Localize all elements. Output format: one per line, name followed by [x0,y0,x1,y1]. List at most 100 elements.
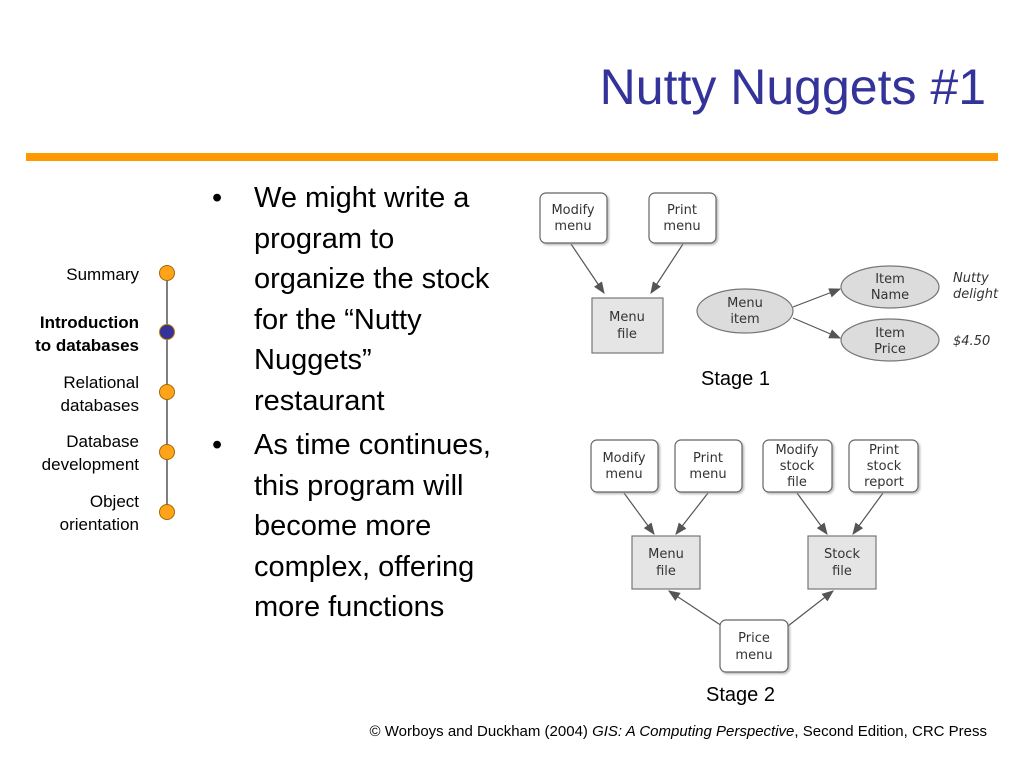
bullet-line: We might write a [254,182,470,214]
nav-item-label: orientation [59,515,139,534]
edge-price-menu-to-menu-file [667,590,723,627]
svg-text:stock: stock [867,459,902,474]
svg-text:item: item [730,312,759,327]
credit-suffix: , Second Edition, CRC Press [794,723,987,740]
nav-item-label: development [41,455,139,474]
node-modify-stock-file: Modify stock file [762,439,833,493]
bullet-line: As time continues, [254,429,491,461]
nav-dot-object-orientation[interactable] [159,504,175,520]
edge-price-menu-to-stock-file [787,590,834,627]
node-print-menu: Print menu [674,439,743,493]
nav-item-database-development[interactable]: Database development [42,430,139,476]
value-item-name-line2: delight [953,287,999,302]
bullet-line: restaurant [254,384,385,417]
node-item-name: Item Name [840,265,940,309]
stage1-caption: Stage 1 [701,368,770,390]
credit-prefix: © Worboys and Duckham (2004) [369,723,593,740]
svg-text:Menu: Menu [727,296,763,311]
svg-text:Item: Item [875,272,905,287]
svg-text:Print: Print [693,451,723,466]
svg-text:menu: menu [689,467,726,482]
nav-item-label: Summary [66,265,139,284]
svg-text:menu: menu [554,219,591,234]
bullet-list: • We might write a program to organize t… [212,178,542,632]
edge-print-to-menu-file [675,492,709,535]
svg-text:Menu: Menu [609,310,645,325]
svg-text:Item: Item [875,326,905,341]
bullet-line: complex, offering [254,550,475,583]
nav-item-label: Object [89,492,139,511]
bullet-line: Nuggets” [254,344,372,376]
node-item-price: Item Price [840,318,940,362]
node-menu-item: Menu item [696,288,794,334]
node-modify-menu: Modify menu [539,192,608,244]
node-modify-menu: Modify menu [590,439,659,493]
node-price-menu: Price menu [719,619,789,673]
value-item-name-line1: Nutty [953,271,989,286]
source-credit: © Worboys and Duckham (2004) GIS: A Comp… [370,723,987,740]
nav-item-label: Relational [63,373,139,392]
nav-dot-introduction[interactable] [159,324,175,340]
svg-text:Modify: Modify [551,203,594,218]
value-item-price: $4.50 [953,334,990,349]
svg-text:file: file [787,475,807,490]
svg-text:file: file [656,564,676,579]
svg-text:report: report [864,475,904,490]
nav-dot-database-development[interactable] [159,444,175,460]
bullet-line: for the “Nutty [254,303,422,336]
bullet-dot: • [212,429,223,461]
svg-text:menu: menu [735,648,772,663]
stage2-caption: Stage 2 [706,684,775,706]
nav-dot-relational[interactable] [159,384,175,400]
svg-text:Price: Price [874,342,906,357]
edge-modify-stock-to-stock-file [796,492,828,535]
edge-menuitem-to-name [792,288,842,308]
svg-text:Name: Name [871,288,909,303]
svg-text:menu: menu [663,219,700,234]
svg-text:Price: Price [738,631,770,646]
node-print-stock-report: Print stock report [848,439,919,493]
bullet-line: program to [254,222,395,255]
bullet-line: more functions [254,591,445,623]
svg-text:menu: menu [605,467,642,482]
bullet-item: • We might write a program to organize t… [212,178,542,421]
svg-text:Menu: Menu [648,547,684,562]
nav-dot-summary[interactable] [159,265,175,281]
title-divider [26,153,998,161]
bullet-line: organize the stock [254,263,490,295]
node-stock-file: Stock file [807,535,877,590]
svg-text:file: file [832,564,852,579]
svg-text:stock: stock [780,459,815,474]
bullet-line: become more [254,510,432,542]
bullet-item: • As time continues, this program will b… [212,425,542,628]
edge-modify-to-menu-file [570,243,605,294]
svg-text:Modify: Modify [602,451,645,466]
edge-modify-to-menu-file [623,492,655,535]
edge-print-stock-to-stock-file [852,492,884,535]
nav-item-label: to databases [35,336,139,355]
nav-item-object-orientation[interactable]: Object orientation [60,490,139,536]
edge-print-to-menu-file [650,243,684,295]
stage1-diagram: Modify menu Print menu Menu file Menu it… [539,192,999,362]
svg-text:Print: Print [869,443,899,458]
bullet-dot: • [212,182,223,214]
edge-menuitem-to-price [792,317,842,339]
nav-item-label: databases [60,396,139,415]
svg-text:Print: Print [667,203,697,218]
bullet-line: this program will [254,469,464,502]
slide-title: Nutty Nuggets #1 [599,59,986,115]
nav-item-relational[interactable]: Relational databases [61,371,139,417]
nav-item-introduction[interactable]: Introduction to databases [35,311,139,357]
node-menu-file: Menu file [631,535,701,590]
node-print-menu: Print menu [648,192,717,244]
node-menu-file: Menu file [591,297,664,354]
stage2-diagram: Modify menu Print menu Modify stock file… [590,439,919,673]
nav-item-label: Database [66,432,139,451]
nav-item-label: Introduction [39,313,139,332]
nav-item-summary[interactable]: Summary [66,263,139,286]
credit-book-title: GIS: A Computing Perspective [592,723,795,740]
svg-text:file: file [617,327,637,342]
svg-text:Modify: Modify [775,443,818,458]
svg-text:Stock: Stock [824,547,860,562]
